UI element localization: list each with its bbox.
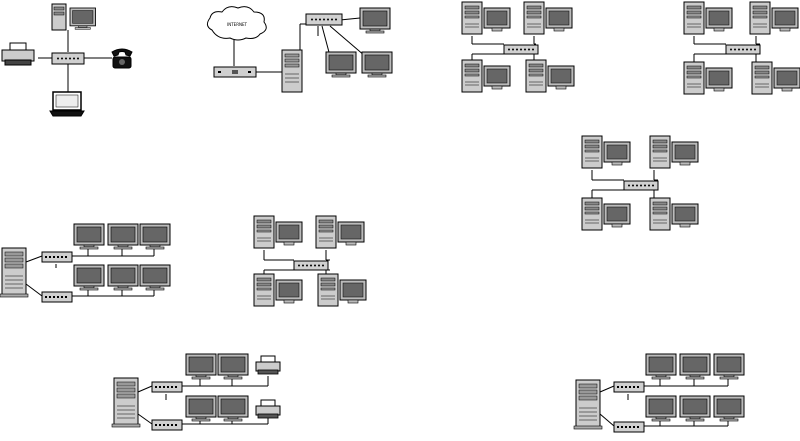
server-icon (0, 247, 29, 298)
monitor-icon (679, 353, 711, 380)
desktop-pc-icon (523, 1, 573, 35)
diagram-server-two-switches-2 (573, 353, 745, 433)
server-icon (573, 379, 603, 430)
desktop-pc-icon (649, 135, 699, 169)
diagram-four-pc-hub-2 (683, 1, 800, 95)
monitor-icon (185, 353, 217, 380)
diagram-four-pc-hub-3 (581, 135, 699, 231)
desktop-pc-icon (683, 61, 733, 95)
monitor-icon (359, 7, 391, 34)
hub-icon (623, 180, 659, 191)
laptop-icon (49, 91, 85, 117)
monitor-icon (73, 223, 105, 250)
switch-icon (41, 291, 73, 303)
diagram-server-two-switches-1 (0, 223, 171, 303)
monitor-icon (139, 223, 171, 250)
switch-icon (613, 381, 645, 393)
modem-icon (213, 66, 257, 78)
monitor-icon (713, 353, 745, 380)
desktop-pc-icon (253, 215, 303, 249)
monitor-icon (679, 395, 711, 422)
server-icon (111, 377, 141, 428)
desktop-pc-icon (751, 61, 800, 95)
hub-icon (51, 52, 85, 65)
desktop-pc-icon (315, 215, 365, 249)
monitor-icon (325, 51, 357, 78)
monitor-icon (713, 395, 745, 422)
cloud-label: INTERNET (227, 22, 247, 27)
printer-icon (1, 42, 35, 66)
telephone-icon (111, 48, 133, 69)
desktop-pc-icon (525, 59, 575, 93)
monitor-icon (645, 353, 677, 380)
printer-icon (255, 399, 281, 419)
monitor-icon (185, 395, 217, 422)
monitor-icon (645, 395, 677, 422)
switch-icon (151, 381, 183, 393)
printer-icon (255, 355, 281, 375)
desktop-pc-icon (581, 197, 631, 231)
diagram-four-pc-hub-1 (461, 1, 575, 93)
monitor-icon (217, 395, 249, 422)
monitor-icon (217, 353, 249, 380)
diagram-server-switches-printers (111, 353, 281, 431)
hub-icon (503, 44, 539, 55)
monitor-icon (73, 264, 105, 291)
desktop-pc-icon (317, 273, 367, 307)
switch-icon (305, 13, 343, 26)
desktop-pc-icon (461, 59, 511, 93)
monitor-icon (107, 264, 139, 291)
monitor-icon (69, 7, 96, 30)
desktop-pc-icon (461, 1, 511, 35)
monitor-icon (139, 264, 171, 291)
cloud-icon: INTERNET (206, 6, 267, 41)
monitor-icon (107, 223, 139, 250)
diagram-star-peripherals (1, 3, 133, 117)
hub-icon (725, 44, 761, 55)
desktop-pc-icon (683, 1, 733, 35)
switch-icon (151, 419, 183, 431)
monitor-icon (361, 51, 393, 78)
tower-pc-icon (51, 3, 67, 31)
diagram-internet-gateway: INTERNET (206, 6, 393, 93)
desktop-pc-icon (649, 197, 699, 231)
desktop-pc-icon (581, 135, 631, 169)
switch-icon (613, 421, 645, 433)
diagram-four-pc-hub-4 (253, 215, 367, 307)
desktop-pc-icon (749, 1, 799, 35)
server-icon (281, 49, 303, 93)
switch-icon (41, 251, 73, 263)
hub-icon (293, 260, 329, 271)
desktop-pc-icon (253, 273, 303, 307)
